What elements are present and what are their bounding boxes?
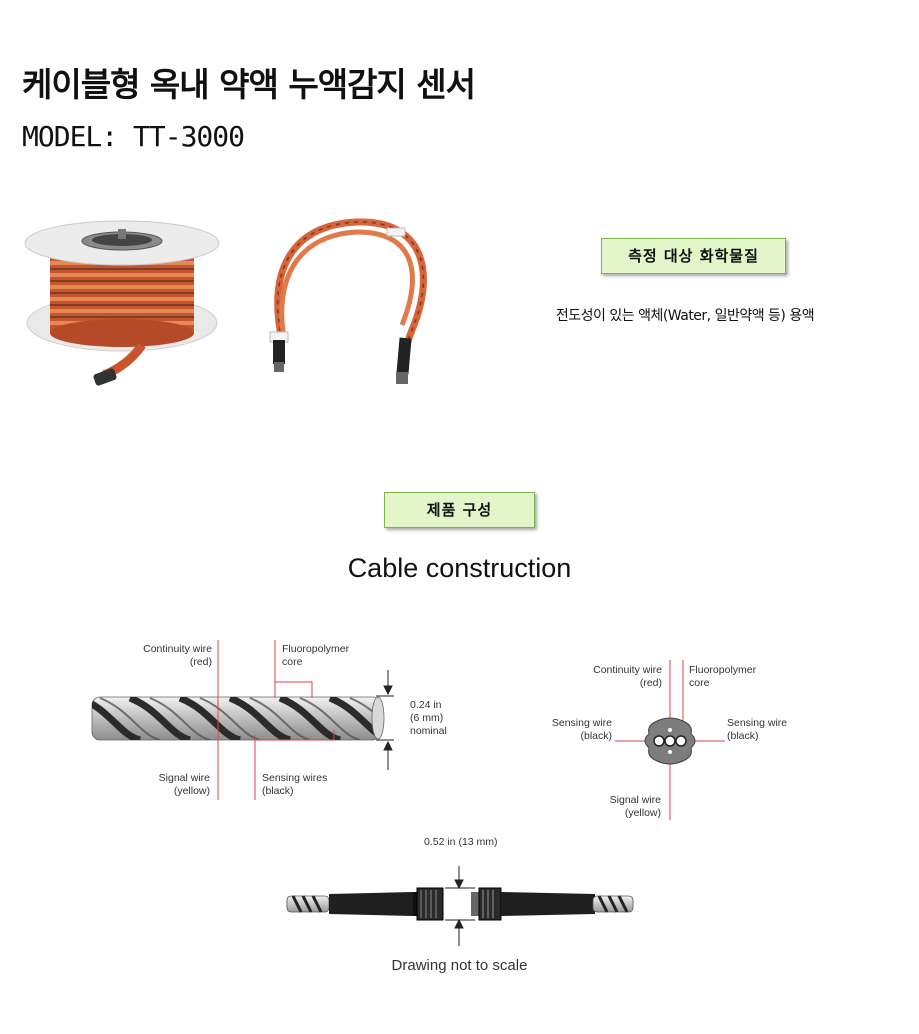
cable-coil-image xyxy=(269,218,427,384)
cable-reel-image xyxy=(24,220,220,386)
model-number: MODEL: TT-3000 xyxy=(22,120,245,153)
cable-connector-diagram xyxy=(286,866,634,946)
product-composition-badge: 제품 구성 xyxy=(384,492,535,528)
diameter-label: 0.24 in (6 mm) nominal xyxy=(410,699,447,737)
sensing-wires-label: Sensing wires (black) xyxy=(262,772,328,797)
measurement-target-badge: 측정 대상 화학물질 xyxy=(601,238,786,274)
fluoropolymer-core-label: Fluoropolymer core xyxy=(282,643,350,668)
cross-continuity-wire-label: Continuity wire (red) xyxy=(593,664,662,689)
cross-fluoropolymer-core-label: Fluoropolymer core xyxy=(689,664,757,689)
page-title: 케이블형 옥내 약액 누액감지 센서 xyxy=(22,65,476,104)
cross-sensing-wire-left-label: Sensing wire (black) xyxy=(551,717,612,742)
cable-cross-section-diagram xyxy=(615,660,725,820)
signal-wire-label: Signal wire (yellow) xyxy=(158,772,210,797)
connector-diameter-label: 0.52 in (13 mm) xyxy=(424,836,498,848)
cross-signal-wire-label: Signal wire (yellow) xyxy=(609,794,661,819)
target-substance-text: 전도성이 있는 액체(Water, 일반약액 등) 용액 xyxy=(555,308,815,324)
cross-sensing-wire-right-label: Sensing wire (black) xyxy=(727,717,788,742)
cable-side-view-diagram xyxy=(91,640,394,800)
cable-construction-heading: Cable construction xyxy=(347,553,572,583)
continuity-wire-label: Continuity wire (red) xyxy=(143,643,212,668)
drawing-scale-note: Drawing not to scale xyxy=(391,957,528,974)
